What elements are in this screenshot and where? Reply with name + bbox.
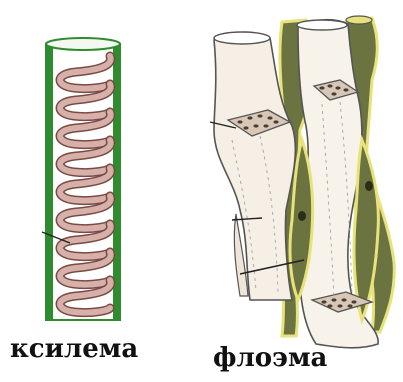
companion-cell-nucleus — [365, 181, 373, 191]
sieve-pore — [247, 116, 252, 119]
sieve-pore — [331, 92, 336, 95]
sieve-pore — [327, 304, 332, 307]
phloem-right-top-opening — [346, 16, 372, 24]
sieve-pore — [351, 300, 356, 303]
sieve-pore — [267, 116, 272, 119]
sieve-pore — [273, 120, 278, 123]
sieve-pore — [319, 86, 324, 89]
xylem-top-opening — [46, 38, 120, 50]
sieve-pore — [347, 304, 352, 307]
xylem-left-wall — [46, 44, 53, 320]
companion-cell-nucleus — [298, 211, 306, 221]
phloem-middle-top-opening — [297, 20, 347, 30]
sieve-pore — [257, 114, 262, 117]
phloem-tissue — [210, 16, 394, 348]
sieve-pore — [341, 298, 346, 301]
sieve-pore — [337, 304, 342, 307]
sieve-pore — [243, 126, 248, 129]
xylem-caption: ксилема — [10, 336, 138, 362]
phloem-left-top-opening — [214, 32, 270, 44]
sieve-pore — [327, 84, 332, 87]
sieve-pore — [253, 124, 258, 127]
phloem-caption: флоэма — [213, 345, 327, 371]
xylem-vessel — [42, 38, 120, 320]
sieve-pore — [237, 120, 242, 123]
sieve-pore — [263, 124, 268, 127]
sieve-pore — [335, 86, 340, 89]
sieve-pore — [321, 300, 326, 303]
sieve-pore — [331, 298, 336, 301]
sieve-pore — [343, 88, 348, 91]
